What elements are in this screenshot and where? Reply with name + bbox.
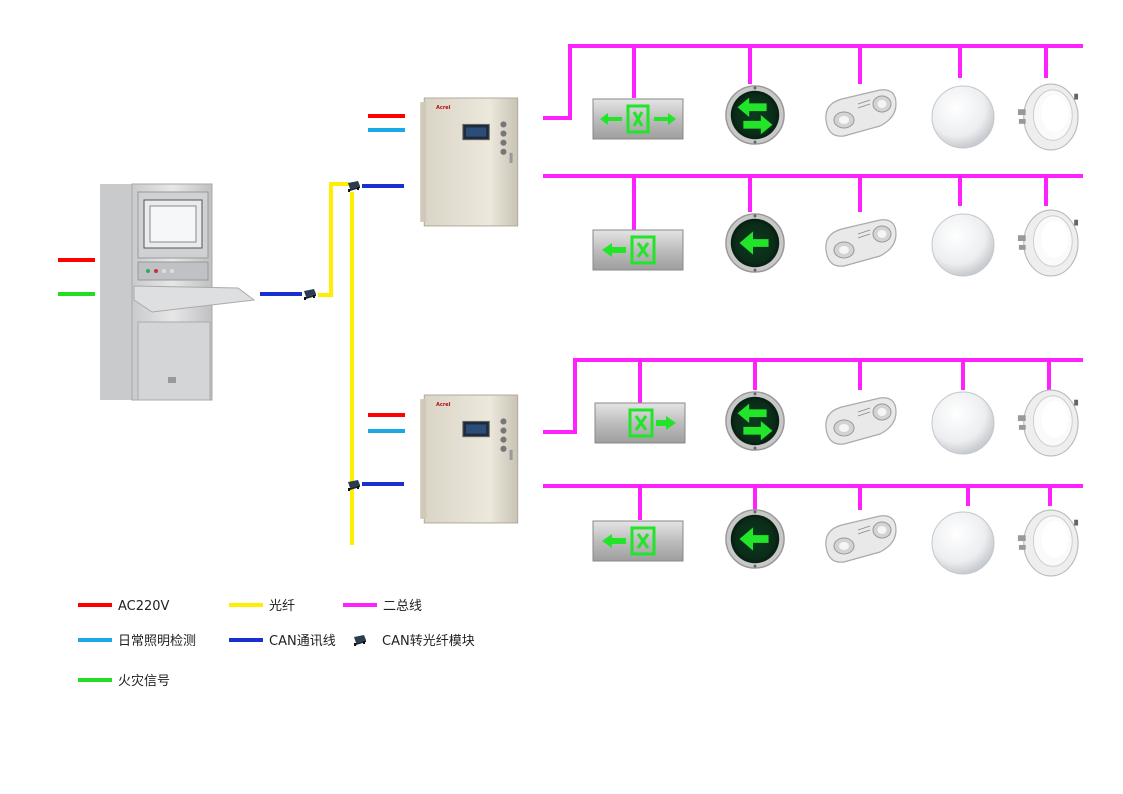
exit-sign-right-arrow-icon bbox=[594, 402, 686, 444]
downlight-icon bbox=[1017, 509, 1079, 577]
legend-ac220v-label: AC220V bbox=[118, 599, 170, 614]
legend-can-fiber-module: CAN转光纤模块 bbox=[354, 634, 475, 649]
twin-head-emergency-lamp-icon bbox=[825, 219, 897, 267]
legend-fire-signal-label: 火灾信号 bbox=[118, 673, 170, 689]
ceiling-lamp-icon bbox=[931, 85, 995, 149]
ceiling-lamp-icon bbox=[931, 213, 995, 277]
legend-fiber: 光纤 bbox=[229, 599, 295, 614]
legend-two-bus: 二总线 bbox=[343, 599, 422, 614]
exit-sign-left-arrow-icon bbox=[592, 229, 684, 271]
round-left-arrow-sign-icon bbox=[725, 213, 785, 273]
ceiling-lamp-icon bbox=[931, 511, 995, 575]
twin-head-emergency-lamp-icon bbox=[825, 515, 897, 563]
two-bus-line bbox=[543, 44, 1083, 120]
can-fiber-converter-icon bbox=[304, 289, 316, 300]
twin-head-emergency-lamp-icon bbox=[825, 397, 897, 445]
exit-sign-arrows-icon bbox=[592, 98, 684, 140]
wiring-lines bbox=[58, 44, 1083, 545]
distribution-box-icon bbox=[419, 394, 519, 524]
downlight-icon bbox=[1017, 83, 1079, 151]
round-double-arrow-sign-icon bbox=[725, 391, 785, 451]
downlight-icon bbox=[1017, 209, 1079, 277]
fiber-line bbox=[318, 182, 349, 297]
legend-can-bus: CAN通讯线 bbox=[229, 634, 336, 649]
distribution-box-brand: Acrel bbox=[436, 402, 451, 408]
legend-daily-light-detect-label: 日常照明检测 bbox=[118, 634, 196, 649]
distribution-box-brand: Acrel bbox=[436, 105, 451, 111]
legend-daily-light-detect: 日常照明检测 bbox=[78, 634, 196, 649]
twin-head-emergency-lamp-icon bbox=[825, 89, 897, 137]
legend-two-bus-label: 二总线 bbox=[383, 599, 422, 614]
distribution-box-icon bbox=[419, 97, 519, 227]
downlight-icon bbox=[1017, 389, 1079, 457]
legend-can-fiber-module-label: CAN转光纤模块 bbox=[382, 634, 475, 649]
round-left-arrow-sign-icon bbox=[725, 509, 785, 569]
legend-fire-signal: 火灾信号 bbox=[78, 673, 170, 689]
legend-fiber-label: 光纤 bbox=[269, 599, 295, 614]
round-double-arrow-sign-icon bbox=[725, 85, 785, 145]
exit-sign-left-arrow-icon bbox=[592, 520, 684, 562]
can-fiber-converter-icon bbox=[348, 181, 360, 192]
legend-ac220v: AC220V bbox=[78, 599, 170, 614]
two-bus-line bbox=[543, 358, 1083, 434]
legend-can-bus-label: CAN通讯线 bbox=[269, 634, 336, 649]
can-fiber-converter-icon bbox=[354, 635, 366, 646]
monitoring-host-cabinet-icon bbox=[99, 183, 255, 401]
ceiling-lamp-icon bbox=[931, 391, 995, 455]
